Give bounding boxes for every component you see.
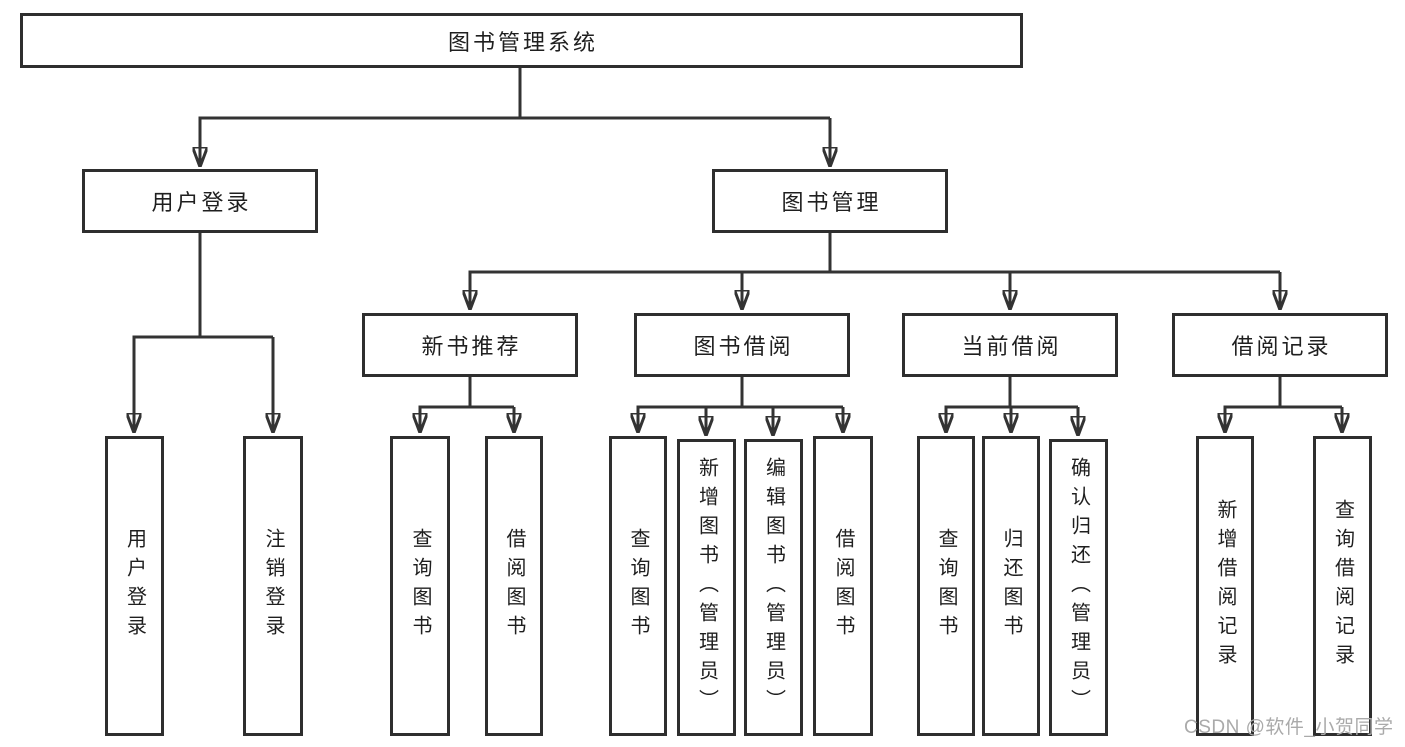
- leaf-return-book: 归还图书: [982, 436, 1040, 736]
- node-new-book-recommend: 新书推荐: [362, 313, 578, 377]
- trunk-line: [132, 233, 273, 339]
- connector-new-book-recommend-children: [419, 377, 515, 432]
- leaf-recommend-query-book: 查询图书: [390, 436, 450, 736]
- node-new-book-recommend-label: 新书推荐: [421, 334, 522, 359]
- leaf-current-query-book-label: 查询图书: [935, 528, 957, 644]
- trunk-line: [468, 233, 1280, 274]
- leaf-query-borrow-record-label: 查询借阅记录: [1331, 499, 1354, 673]
- leaf-recommend-borrow-book: 借阅图书: [485, 436, 543, 736]
- leaf-logout-label: 注销登录: [262, 528, 284, 644]
- leaf-add-borrow-record: 新增借阅记录: [1196, 436, 1254, 736]
- leaf-borrow-book-label: 借阅图书: [832, 528, 854, 644]
- trunk-line: [418, 377, 514, 409]
- node-user-login-label: 用户登录: [151, 190, 252, 215]
- leaf-add-book-admin-label: 新增图书（管理员）: [695, 457, 718, 718]
- leaf-edit-book-admin: 编辑图书（管理员）: [744, 439, 803, 736]
- node-root-system: 图书管理系统: [20, 13, 1023, 68]
- leaf-recommend-query-book-label: 查询图书: [409, 528, 431, 644]
- leaf-user-login-label: 用户登录: [123, 528, 146, 644]
- connector-borrow-records-children: [1224, 377, 1343, 432]
- node-current-borrow: 当前借阅: [902, 313, 1118, 377]
- node-borrow-records-label: 借阅记录: [1231, 334, 1332, 359]
- leaf-add-borrow-record-label: 新增借阅记录: [1214, 499, 1236, 673]
- connector-book-management-sections: [469, 233, 1281, 309]
- connector-book-borrow-children: [637, 377, 844, 435]
- node-book-borrow-label: 图书借阅: [693, 334, 794, 359]
- csdn-watermark: CSDN @软件_小贺同学: [1184, 717, 1394, 738]
- trunk-line: [1223, 377, 1342, 409]
- leaf-borrow-book: 借阅图书: [813, 436, 873, 736]
- leaf-add-book-admin: 新增图书（管理员）: [677, 439, 736, 736]
- connector-user-login-children: [133, 233, 274, 432]
- node-root-system-label: 图书管理系统: [447, 29, 598, 55]
- connector-current-borrow-children: [945, 377, 1079, 435]
- node-book-borrow: 图书借阅: [634, 313, 850, 377]
- node-current-borrow-label: 当前借阅: [961, 334, 1062, 359]
- node-book-management: 图书管理: [712, 169, 948, 233]
- leaf-return-book-label: 归还图书: [1000, 528, 1022, 644]
- trunk-line: [636, 377, 843, 409]
- node-user-login: 用户登录: [82, 169, 318, 233]
- leaf-confirm-return-admin: 确认归还（管理员）: [1049, 439, 1108, 736]
- trunk-line: [198, 67, 830, 120]
- leaf-current-query-book: 查询图书: [917, 436, 975, 736]
- node-borrow-records: 借阅记录: [1172, 313, 1388, 377]
- connector-root-to-branches: [199, 67, 831, 166]
- leaf-borrow-query-book: 查询图书: [609, 436, 667, 736]
- leaf-user-login: 用户登录: [105, 436, 164, 736]
- node-book-management-label: 图书管理: [781, 190, 882, 215]
- leaf-query-borrow-record: 查询借阅记录: [1313, 436, 1372, 736]
- leaf-recommend-borrow-book-label: 借阅图书: [503, 528, 525, 644]
- leaf-edit-book-admin-label: 编辑图书（管理员）: [762, 457, 785, 718]
- leaf-confirm-return-admin-label: 确认归还（管理员）: [1067, 457, 1090, 718]
- trunk-line: [944, 377, 1078, 409]
- leaf-borrow-query-book-label: 查询图书: [627, 528, 649, 644]
- leaf-logout: 注销登录: [243, 436, 303, 736]
